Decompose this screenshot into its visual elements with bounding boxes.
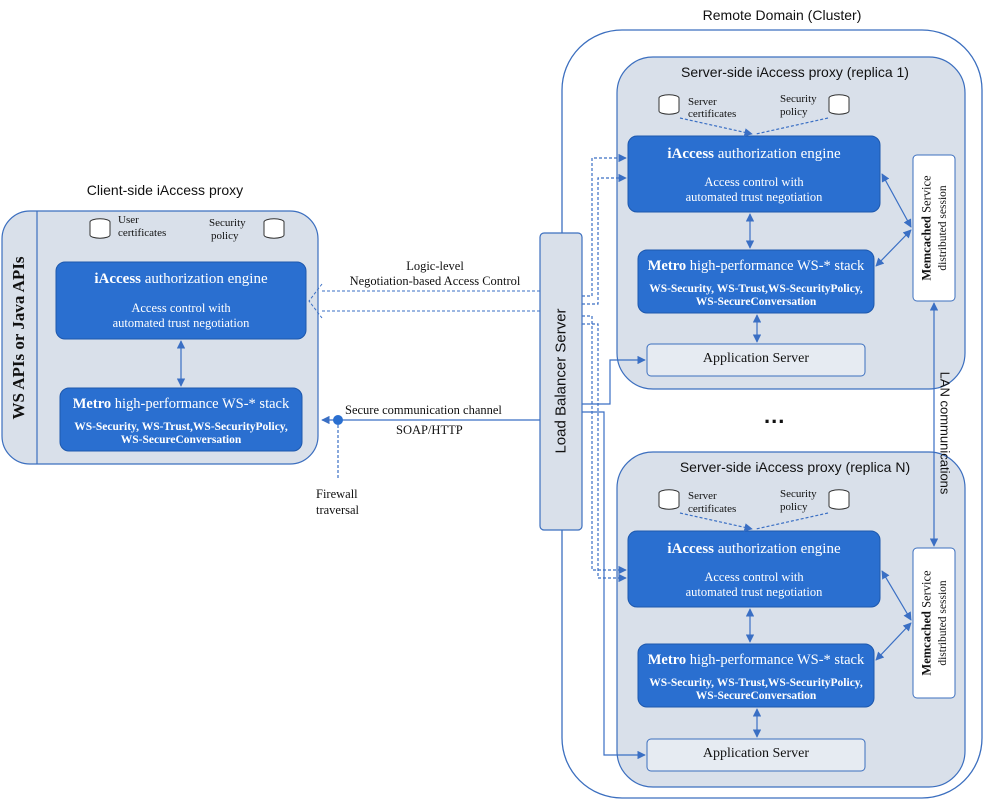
rn-memcached-box — [912, 547, 956, 699]
rn-stack-line1: WS-Security, WS-Trust,WS-SecurityPolicy, — [649, 677, 863, 689]
r1-engine-line1: Access control with — [704, 175, 804, 189]
client-stack-line2: WS-SecureConversation — [120, 434, 242, 446]
rn-stack-box — [637, 643, 875, 708]
r1-engine-line2: automated trust negotiation — [685, 190, 823, 204]
replica-1-title: Server-side iAccess proxy (replica 1) — [681, 64, 909, 80]
r1-certs-label-2: certificates — [688, 108, 737, 120]
r1-stack-line1: WS-Security, WS-Trust,WS-SecurityPolicy, — [649, 283, 863, 295]
r1-engine-box — [627, 135, 881, 213]
r1-policy-db-icon — [828, 94, 850, 115]
rn-certs-label-2: certificates — [688, 503, 737, 515]
api-side-label: WS APIs or Java APIs — [9, 256, 28, 420]
rn-certificates-db-icon — [658, 489, 680, 510]
channel-endpoint-icon — [333, 415, 343, 425]
rn-engine-line1: Access control with — [704, 570, 804, 584]
client-engine-box — [55, 261, 307, 340]
rn-policy-label-2: policy — [780, 501, 808, 513]
r1-engine-title: iAccess authorization engine — [667, 146, 841, 162]
client-stack-title: Metro high-performance WS-* stack — [72, 396, 290, 412]
r1-memcached-sub: distributed session — [937, 185, 949, 271]
lan-label: LAN communications — [937, 371, 953, 495]
rn-policy-db-icon — [828, 489, 850, 510]
load-balancer-box — [539, 232, 583, 531]
r1-certs-label-1: Server — [688, 96, 717, 108]
client-policy-label-2: policy — [211, 230, 239, 242]
rn-engine-line2: automated trust negotiation — [685, 585, 823, 599]
client-engine-line1: Access control with — [131, 301, 231, 315]
rn-policy-label-1: Security — [780, 488, 817, 500]
secure-channel-label-1: Secure communication channel — [345, 403, 502, 417]
r1-policy-label-1: Security — [780, 93, 817, 105]
rn-stack-line2: WS-SecureConversation — [695, 690, 817, 702]
client-policy-db-icon — [263, 218, 285, 239]
client-stack-line1: WS-Security, WS-Trust,WS-SecurityPolicy, — [74, 421, 288, 433]
client-certificates-db-icon — [89, 218, 111, 239]
rn-certs-label-1: Server — [688, 490, 717, 502]
r1-stack-line2: WS-SecureConversation — [695, 296, 817, 308]
secure-channel-label-2: SOAP/HTTP — [396, 423, 463, 437]
r1-memcached-label: Memcached Service — [919, 175, 934, 281]
rn-engine-title: iAccess authorization engine — [667, 541, 841, 557]
client-engine-line2: automated trust negotiation — [112, 316, 250, 330]
rn-memcached-label: Memcached Service — [919, 570, 934, 676]
rn-app-server-box — [646, 738, 866, 772]
r1-stack-title: Metro high-performance WS-* stack — [647, 258, 865, 274]
replica-ellipsis: ... — [764, 403, 786, 428]
r1-stack-box — [637, 249, 875, 314]
rn-engine-box — [627, 530, 881, 608]
negotiation-label-2: Negotiation-based Access Control — [349, 274, 521, 288]
r1-certificates-db-icon — [658, 94, 680, 115]
r1-memcached-box — [912, 154, 956, 302]
rn-memcached-sub: distributed session — [937, 580, 949, 666]
load-balancer-label: Load Balancer Server — [552, 308, 570, 454]
r1-app-server-label: Application Server — [702, 351, 810, 366]
client-certs-label-1: User — [118, 214, 139, 226]
client-proxy-title: Client-side iAccess proxy — [86, 182, 244, 198]
client-engine-title: iAccess authorization engine — [94, 271, 268, 287]
rn-app-server-label: Application Server — [702, 746, 810, 761]
r1-app-server-box — [646, 343, 866, 377]
remote-domain-title: Remote Domain (Cluster) — [702, 7, 862, 23]
client-policy-label-1: Security — [209, 217, 246, 229]
negotiation-label-1: Logic-level — [406, 259, 464, 273]
client-certs-label-2: certificates — [118, 227, 167, 239]
firewall-label-1: Firewall — [316, 487, 358, 501]
client-stack-box — [59, 387, 303, 452]
r1-policy-label-2: policy — [780, 106, 808, 118]
replica-n-title: Server-side iAccess proxy (replica N) — [679, 459, 911, 475]
rn-stack-title: Metro high-performance WS-* stack — [647, 652, 865, 668]
firewall-label-2: traversal — [316, 503, 360, 517]
